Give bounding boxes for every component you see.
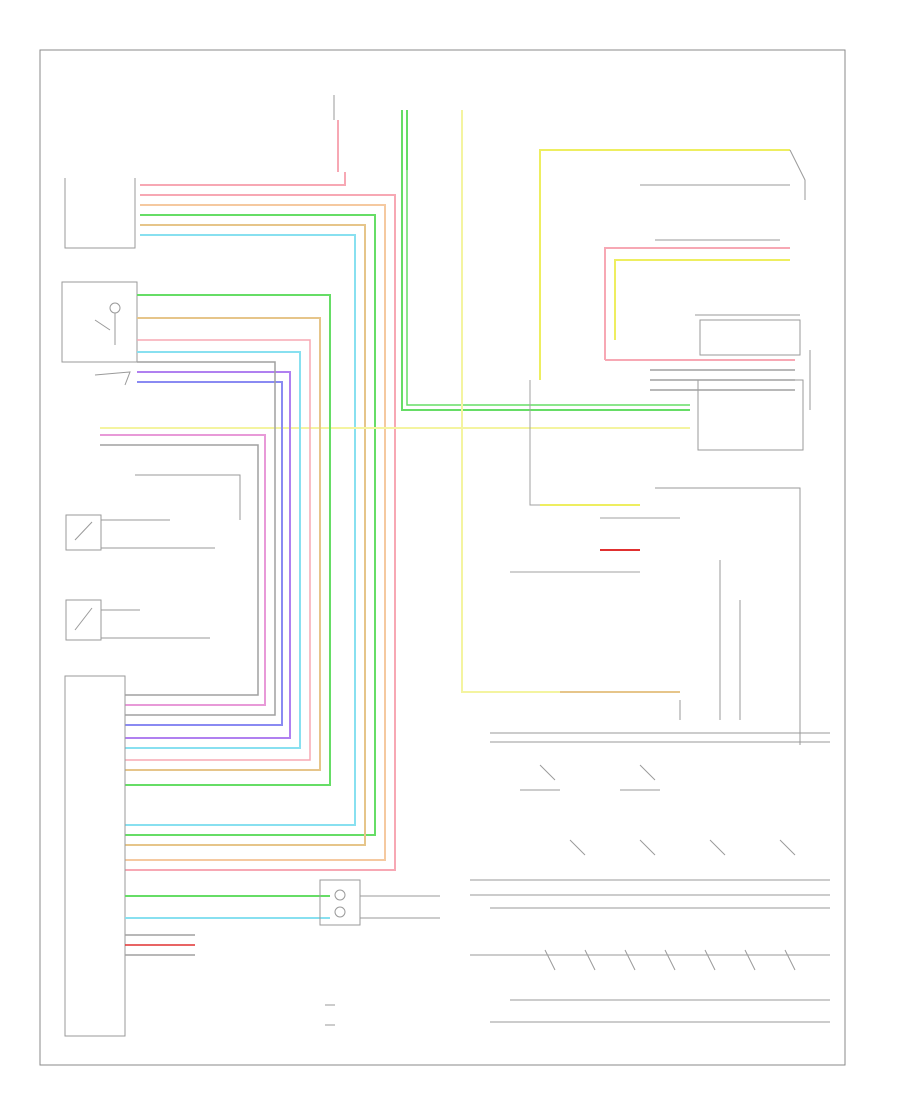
high-beam-switch — [65, 514, 215, 551]
upper-bus-wires — [125, 172, 396, 871]
steering-wheel-switch — [470, 839, 830, 909]
multi-switch — [94, 371, 131, 386]
headlight-control-unit — [604, 239, 801, 360]
headlight-switch-bus — [490, 732, 830, 791]
audio-remote-switch — [470, 949, 830, 1023]
multi-switch-wires — [125, 361, 291, 739]
long-green-bus — [401, 170, 690, 411]
mode-switch — [319, 879, 440, 926]
top-connector-group — [333, 95, 463, 172]
diagram-frame — [39, 49, 846, 1066]
right-side-bus — [529, 350, 811, 506]
legend-marker — [325, 1004, 335, 1026]
auto-leveling-sensor — [61, 281, 138, 363]
long-yellow-bus — [100, 170, 690, 693]
lower-bus-wires — [125, 895, 330, 956]
mid-connector-block — [100, 434, 266, 706]
sensor-wires — [125, 294, 331, 786]
right-module-board — [510, 487, 801, 745]
right-headlight-assembly — [605, 359, 804, 451]
left-lower-connector — [64, 675, 126, 1037]
steering-assembly — [65, 599, 210, 641]
rear-switch — [539, 149, 806, 380]
fuse-box-top-left — [64, 178, 136, 249]
